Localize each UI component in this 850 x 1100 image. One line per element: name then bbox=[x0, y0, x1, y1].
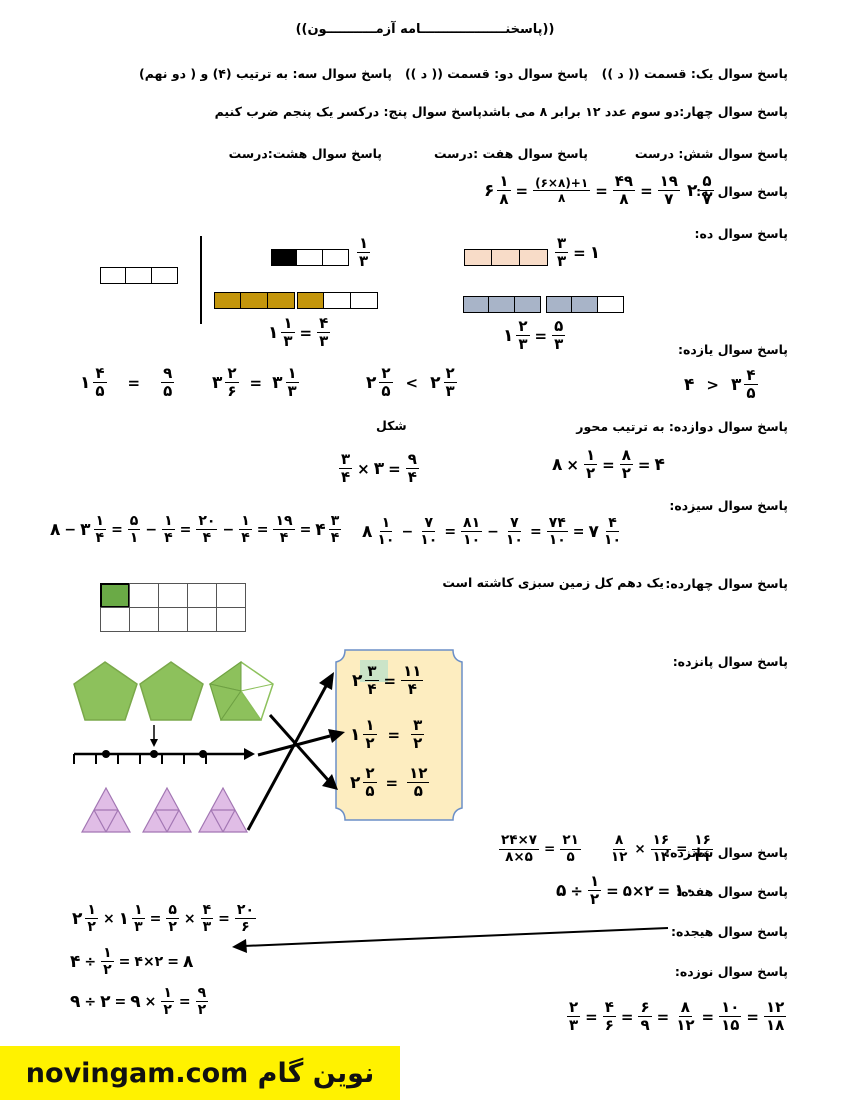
answer-13-label: پاسخ سوال سیزده: bbox=[669, 498, 788, 513]
numerator: ۱۲ bbox=[763, 998, 787, 1017]
q10-pink-bar bbox=[464, 249, 548, 266]
answer-15-label: پاسخ سوال پانزده: bbox=[672, 654, 788, 669]
answer-2: پاسخ سوال دو: قسمت (( د )) bbox=[404, 66, 588, 81]
equals-sign: = bbox=[746, 1007, 759, 1026]
denominator: ۳ bbox=[569, 1016, 579, 1034]
answer-8: پاسخ سوال هشت:درست bbox=[228, 146, 382, 161]
page-title: ((پاسخنـــــــــــــــــــامه آزمـــــــ… bbox=[295, 22, 555, 37]
equals-sign: = bbox=[585, 1007, 598, 1026]
highlight bbox=[360, 660, 388, 682]
numerator: ۱۰ bbox=[719, 998, 742, 1017]
pentagon-1 bbox=[73, 661, 138, 721]
q15-diagram bbox=[73, 649, 463, 833]
q10-empty-bar bbox=[100, 267, 178, 284]
brand-banner: novingam.com نوین گام bbox=[0, 1046, 400, 1100]
answer-11-label: پاسخ سوال یازده: bbox=[677, 342, 788, 357]
answer-1: پاسخ سوال یک: قسمت (( د )) bbox=[601, 66, 788, 81]
answer-7: پاسخ سوال هفت :درست bbox=[433, 146, 588, 161]
equals-sign: = bbox=[701, 1007, 715, 1026]
q10-gold-bar bbox=[214, 292, 378, 309]
q10-gray-bar bbox=[463, 296, 624, 313]
answer-10-label: پاسخ سوال د‌ه: bbox=[694, 226, 788, 241]
q10-third-bar bbox=[271, 249, 349, 266]
answer-17-label: پاسخ سوال هفده: bbox=[676, 884, 788, 899]
answer-19-label: پاسخ سوال نوزده: bbox=[674, 964, 788, 979]
answer-panel bbox=[335, 649, 463, 821]
answer-12-label: پاسخ سوال دوازده: به ترتیب محور bbox=[576, 419, 788, 434]
denominator: ۶ bbox=[604, 1016, 614, 1034]
pentagon-2 bbox=[139, 661, 204, 721]
numerator: ۴ bbox=[602, 998, 616, 1017]
brand-text: novingam.com نوین گام bbox=[25, 1057, 375, 1089]
answer-14-label: پاسخ سوال چهارده: bbox=[665, 576, 788, 591]
numerator: ۸ bbox=[678, 998, 692, 1017]
answer-14-text: یک دهم کل زمین سبزی کاشته است bbox=[442, 575, 664, 590]
q10-divider bbox=[200, 236, 202, 324]
q14-grid bbox=[100, 583, 246, 632]
pentagon-3-partial bbox=[208, 661, 274, 722]
answer-3: پاسخ سوال سه: به ترتیب (۴) و ( دو نهم) bbox=[139, 66, 392, 81]
equals-sign: = bbox=[656, 1007, 670, 1026]
numerator: ۶ bbox=[638, 998, 652, 1017]
equals-sign: = bbox=[620, 1007, 634, 1026]
arrows bbox=[246, 672, 345, 831]
denominator: ۱۸ bbox=[765, 1016, 785, 1034]
q18-arrow bbox=[232, 927, 669, 953]
answer-6: پاسخ سوال شش: درست bbox=[634, 146, 788, 161]
triangles bbox=[80, 786, 249, 833]
answer-4: پاسخ سوال چهار:دو سوم عدد ۱۲ برابر ۸ می … bbox=[481, 104, 788, 119]
denominator: ۱۲ bbox=[676, 1016, 695, 1034]
answer-18-label: پاسخ سوال هیجده: bbox=[670, 924, 788, 939]
denominator: ۱۵ bbox=[721, 1016, 740, 1034]
answer-9-label: پاسخ سوال نه: bbox=[696, 184, 788, 199]
answer-12-shape: شکل bbox=[376, 418, 407, 433]
denominator: ۹ bbox=[640, 1016, 650, 1034]
numerator: ۲ bbox=[567, 998, 581, 1017]
answer-5: پاسخ سوال پنج: درکسر یک پنجم ضرب کنیم bbox=[214, 104, 482, 119]
number-line bbox=[73, 725, 255, 764]
